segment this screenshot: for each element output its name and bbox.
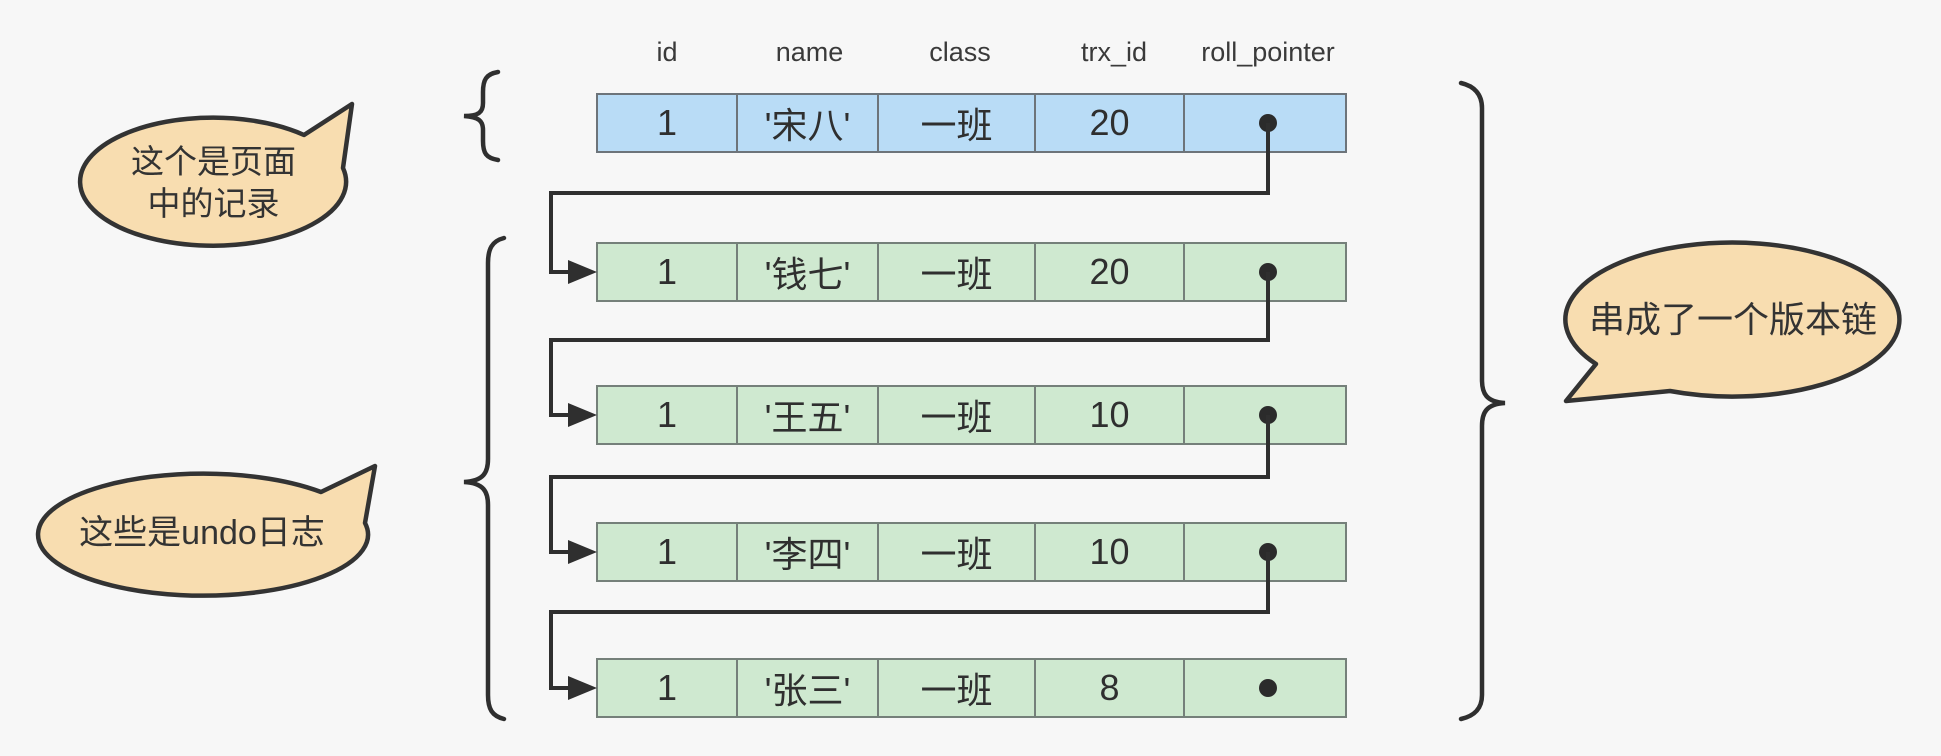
undo-logs-bubble-text: 这些是undo日志 (79, 514, 325, 553)
cell-class: 一班 (879, 387, 1036, 443)
cell-id: 1 (598, 95, 738, 151)
version-chain-brace (1458, 80, 1506, 722)
column-header-name: name (775, 37, 844, 67)
column-header-row: id name class trx_id roll_pointer (596, 34, 1347, 70)
page-record-bubble-line2: 中的记录 (147, 185, 280, 222)
page-record-bubble-label: 这个是页面 中的记录 (80, 122, 347, 244)
cell-name: '王五' (738, 387, 879, 443)
cell-class: 一班 (879, 95, 1036, 151)
undo-log-row-4: 1 '张三' 一班 8 (596, 658, 1347, 718)
cell-name: '钱七' (738, 244, 879, 300)
column-header-id: id (656, 37, 678, 67)
undo-log-row-1: 1 '钱七' 一班 20 (596, 242, 1347, 302)
undo-logs-bubble (35, 463, 378, 598)
undo-log-row-2: 1 '王五' 一班 10 (596, 385, 1347, 445)
version-chain-connector-2 (549, 272, 1270, 417)
version-chain-bubble-label: 串成了一个版本链 (1566, 248, 1900, 393)
column-header-trx-id: trx_id (1080, 37, 1148, 67)
version-chain-bubble-text: 串成了一个版本链 (1588, 299, 1877, 341)
page-record-bubble-line1: 这个是页面 (131, 142, 296, 180)
cell-trx-id: 10 (1036, 524, 1185, 580)
version-chain-bubble (1563, 240, 1902, 404)
cell-trx-id: 8 (1036, 660, 1185, 716)
cell-class: 一班 (879, 524, 1036, 580)
version-chain-connector-3 (549, 415, 1270, 554)
cell-id: 1 (598, 524, 738, 580)
cell-name: '宋八' (738, 95, 879, 151)
arrowhead-icon (568, 403, 597, 427)
arrowhead-icon (568, 540, 597, 564)
arrowhead-icon (568, 260, 597, 284)
page-record-row: 1 '宋八' 一班 20 (596, 93, 1347, 153)
arrowhead-icon (568, 676, 597, 700)
column-header-class: class (929, 37, 991, 67)
roll-pointer-dot (1259, 679, 1277, 697)
column-header-roll-pointer: roll_pointer (1201, 37, 1335, 67)
version-chain-connector-1 (549, 123, 1270, 274)
cell-class: 一班 (879, 660, 1036, 716)
undo-logs-brace (463, 235, 507, 722)
cell-class: 一班 (879, 244, 1036, 300)
undo-logs-bubble-label: 这些是undo日志 (37, 476, 367, 592)
undo-log-row-3: 1 '李四' 一班 10 (596, 522, 1347, 582)
cell-name: '张三' (738, 660, 879, 716)
page-record-bubble (77, 101, 355, 248)
page-record-brace (463, 69, 501, 163)
cell-trx-id: 20 (1036, 244, 1185, 300)
cell-trx-id: 20 (1036, 95, 1185, 151)
cell-name: '李四' (738, 524, 879, 580)
version-chain-connector-4 (549, 552, 1270, 690)
cell-id: 1 (598, 660, 738, 716)
cell-id: 1 (598, 387, 738, 443)
cell-id: 1 (598, 244, 738, 300)
cell-trx-id: 10 (1036, 387, 1185, 443)
